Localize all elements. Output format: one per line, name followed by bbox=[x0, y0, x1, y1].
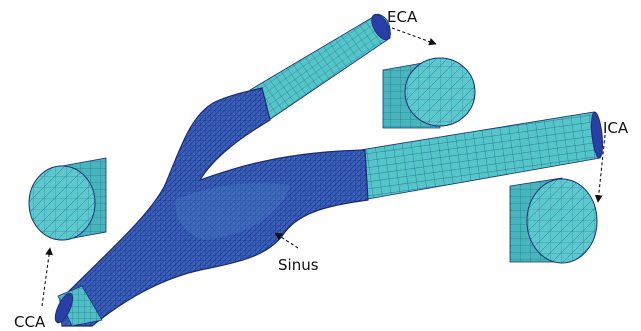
eca-label: ECA bbox=[387, 8, 418, 26]
ica-cross-section-inset bbox=[510, 178, 597, 263]
eca-arrow bbox=[392, 28, 436, 44]
eca-cross-section-inset bbox=[383, 58, 475, 128]
sinus-label: Sinus bbox=[278, 256, 319, 274]
cca-cross-section-inset bbox=[29, 158, 106, 240]
vessel-mesh bbox=[52, 11, 605, 326]
ica-label: ICA bbox=[603, 119, 629, 137]
cca-label: CCA bbox=[14, 313, 46, 331]
eca-branch-segment bbox=[250, 14, 390, 122]
cca-arrow bbox=[42, 248, 50, 306]
